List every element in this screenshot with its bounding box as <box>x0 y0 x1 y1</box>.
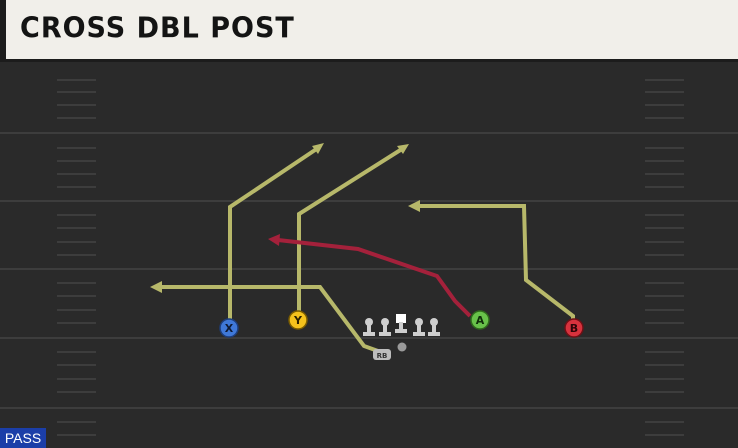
rb-label: RB <box>377 352 388 360</box>
lineman-icon <box>379 318 391 336</box>
player-b-button[interactable]: B <box>564 318 584 338</box>
player-x-button[interactable]: X <box>219 318 239 338</box>
quarterback-dot-icon <box>397 342 407 352</box>
play-title: CROSS DBL POST <box>20 12 295 45</box>
hash-marks-left <box>57 79 96 436</box>
player-y-label: Y <box>293 314 303 327</box>
player-x-label: X <box>225 322 234 335</box>
rb-player[interactable]: RB <box>373 349 391 360</box>
arrow-head-icon <box>397 144 409 154</box>
lineman-icon <box>413 318 425 336</box>
offensive-line <box>363 314 440 336</box>
lineman-icon <box>363 318 375 336</box>
y-route-post <box>297 147 404 318</box>
arrow-head-icon <box>268 234 280 246</box>
rb-route-cross <box>158 285 379 353</box>
player-a-label: A <box>476 314 485 327</box>
lineman-icon <box>428 318 440 336</box>
yard-lines <box>0 132 738 409</box>
player-a-button[interactable]: A <box>470 310 490 330</box>
arrow-head-icon <box>312 143 324 154</box>
hash-marks-right <box>645 79 684 436</box>
field-background <box>0 62 738 448</box>
playbook-field: RB X Y A B <box>0 62 738 448</box>
a-route-hot-read <box>277 238 472 318</box>
arrow-head-icon <box>408 200 420 212</box>
player-y-button[interactable]: Y <box>288 310 308 330</box>
play-header: CROSS DBL POST <box>0 0 738 62</box>
center-icon <box>395 314 407 333</box>
arrow-head-icon <box>150 281 162 293</box>
play-type-badge: PASS <box>0 428 46 448</box>
player-b-label: B <box>570 322 578 335</box>
